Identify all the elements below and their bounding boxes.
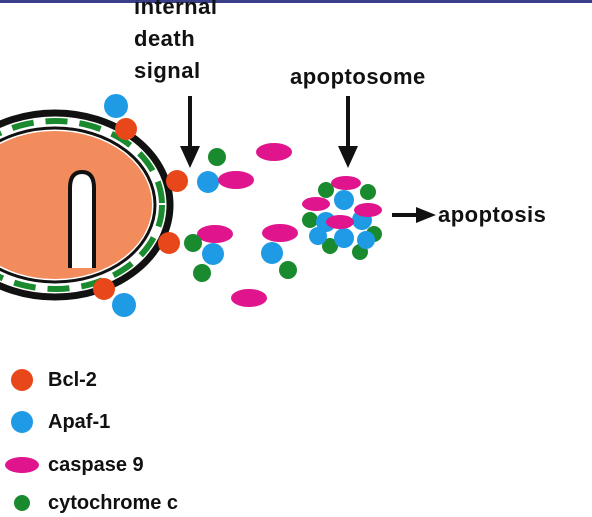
signal-label-line-3: signal [134,58,201,83]
apoptosome-label: apoptosome [290,64,426,89]
signal-label-line-1: internal [134,0,218,19]
caspase-9-molecule [262,224,298,242]
apoptosis-label: apoptosis [438,202,547,227]
mitochondrion [0,109,174,301]
legend-marks [5,369,39,511]
caspase-9-molecule [218,171,254,189]
apaf-1-molecule [104,94,128,118]
apoptosome-cluster [302,176,382,260]
caspase-9-molecule [256,143,292,161]
apaf-1-molecule [112,293,136,317]
cytochrome-c-molecules [184,148,297,282]
apaf-1-molecules [104,94,283,317]
death-signal-arrow [180,96,200,168]
apaf-1-molecule [202,243,224,265]
bcl-2-molecule [166,170,188,192]
caspase-9-molecule [197,225,233,243]
cytochrome-c-molecule [193,264,211,282]
legend-label: Bcl-2 [48,369,97,391]
caspase-9-oval [5,457,39,473]
apaf-1-dot [11,411,33,433]
cytochrome-c-molecule [279,261,297,279]
bcl-2-dot [11,369,33,391]
legend-label: caspase 9 [48,454,144,476]
cytochrome-c-molecule [184,234,202,252]
apaf-1-molecule [261,242,283,264]
signal-label-line-2: death [134,26,196,51]
apoptosome-arrow [338,96,358,168]
legend-label: cytochrome c [48,492,179,514]
legend-label: Apaf-1 [48,411,111,433]
bcl-2-molecule [158,232,180,254]
cytochrome-c-molecule [208,148,226,166]
bcl-2-molecule [115,118,137,140]
bcl-2-molecules [93,118,188,300]
cytochrome-c-dot [14,495,30,511]
bcl-2-molecule [93,278,115,300]
caspase-9-molecule [231,289,267,307]
caspase-9-molecules [197,143,298,307]
apoptosis-arrow [392,207,436,223]
apaf-1-molecule [197,171,219,193]
top-border-bar [0,0,592,3]
